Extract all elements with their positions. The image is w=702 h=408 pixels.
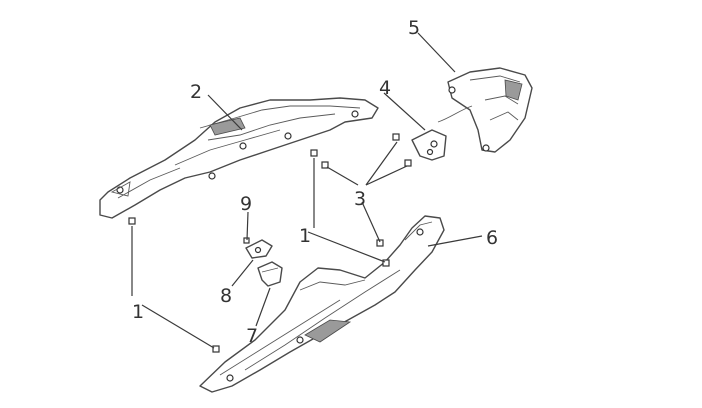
callout-1-left: 1 — [132, 301, 144, 323]
callout-6: 6 — [486, 227, 498, 249]
leader-lines — [131, 32, 483, 349]
callout-8: 8 — [220, 285, 232, 307]
part-6-lower-rear-cowl — [199, 215, 445, 393]
callout-2: 2 — [190, 81, 202, 103]
callout-9: 9 — [240, 193, 252, 215]
part-8-clip — [245, 239, 273, 259]
callout-1-mid: 1 — [299, 225, 311, 247]
part-7-post — [257, 261, 283, 287]
callout-4: 4 — [379, 77, 391, 99]
part-4-bracket — [411, 129, 447, 161]
callout-7: 7 — [246, 325, 258, 347]
callout-3: 3 — [354, 188, 366, 210]
part-5-tail-light — [437, 67, 533, 153]
fasteners — [128, 133, 412, 353]
callout-5: 5 — [408, 17, 420, 39]
callout-labels: 1 1 2 3 4 5 6 7 8 9 — [132, 17, 498, 347]
part-2-upper-rear-cowl — [99, 97, 379, 219]
